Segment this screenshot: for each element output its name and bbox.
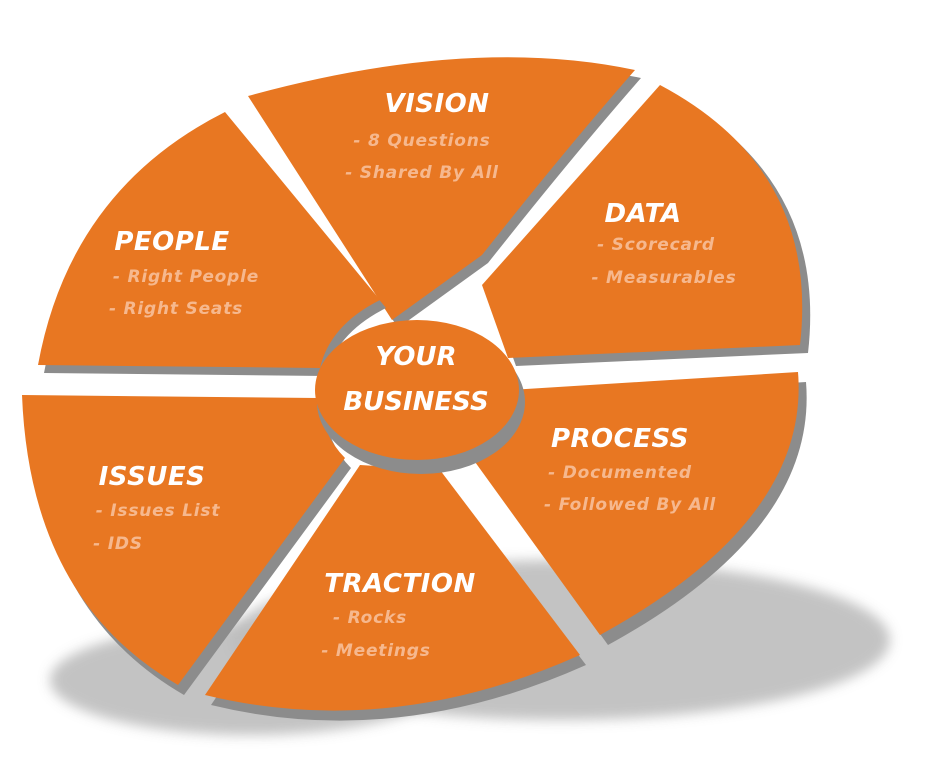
center-line-2: BUSINESS (343, 387, 488, 417)
vision-item-1: - 8 Questions (353, 131, 490, 151)
segment-issues (22, 395, 351, 695)
data-title: DATA (604, 199, 681, 229)
segment-people (38, 112, 386, 376)
center-hub (315, 320, 525, 474)
issues-item-1: - Issues List (96, 501, 221, 521)
vision-item-2: - Shared By All (345, 163, 499, 183)
data-item-1: - Scorecard (597, 235, 715, 255)
traction-item-2: - Meetings (321, 641, 430, 661)
center-line-1: YOUR (375, 342, 456, 372)
people-item-2: - Right Seats (109, 299, 243, 319)
traction-title: TRACTION (324, 569, 475, 599)
segment-process (470, 372, 807, 645)
segment-data (482, 85, 811, 366)
process-item-1: - Documented (548, 463, 692, 483)
vision-title: VISION (384, 89, 489, 119)
issues-title: ISSUES (99, 462, 206, 492)
segment-vision (248, 57, 641, 329)
segment-traction (205, 465, 586, 721)
people-item-1: - Right People (113, 267, 259, 287)
data-item-2: - Measurables (591, 268, 736, 288)
process-item-2: - Followed By All (544, 495, 716, 515)
traction-item-1: - Rocks (333, 608, 407, 628)
people-title: PEOPLE (114, 227, 229, 257)
process-title: PROCESS (551, 424, 689, 454)
issues-item-2: - IDS (93, 534, 143, 554)
